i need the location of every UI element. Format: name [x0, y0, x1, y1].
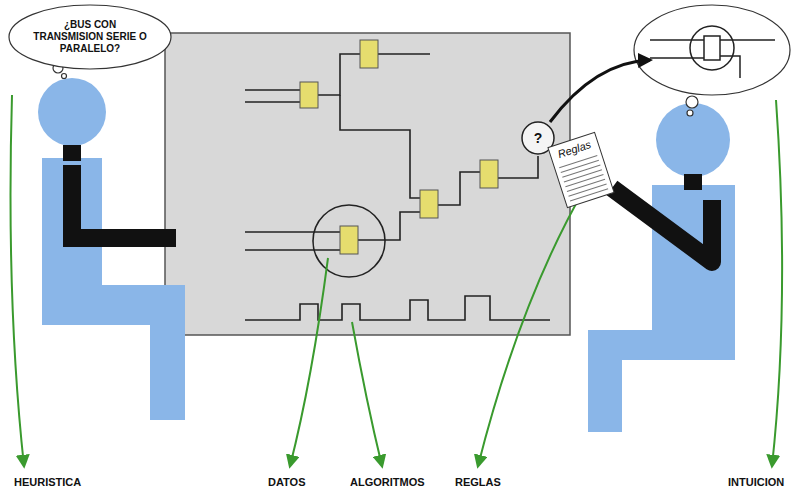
- right-figure: [588, 185, 735, 432]
- circuit-wires: [318, 54, 360, 95]
- thought-bubble: [634, 5, 790, 116]
- logic-symbol: [650, 40, 775, 78]
- highlight-ring: [313, 205, 385, 277]
- thought-bubble-tail: [62, 74, 67, 79]
- thought-bubble: [687, 110, 693, 116]
- leader-arrow: [11, 95, 783, 466]
- result-arrow: [550, 60, 650, 122]
- pulse-waveform: [245, 296, 550, 320]
- result-arrow: [550, 60, 650, 122]
- bubble-outline: [9, 5, 171, 69]
- leader-arrow: [290, 258, 328, 466]
- logic-symbol: [650, 26, 775, 78]
- circuit-wires: [378, 53, 430, 55]
- thought-bubble: ¿BUS CON TRANSMISION SERIE O PARALELO?: [8, 4, 172, 70]
- circuit-wires: [340, 95, 420, 198]
- node-text: ?: [534, 130, 543, 147]
- sheet-line: [569, 184, 607, 196]
- sheet-line: [561, 160, 599, 172]
- left-figure: [63, 145, 81, 161]
- caption-label: ALGORITMOS: [350, 476, 425, 488]
- circuit-wires: [358, 212, 420, 240]
- sheet-outline: [548, 132, 614, 207]
- sheet-line: [565, 174, 603, 186]
- caption-label: INTUICION: [728, 476, 784, 488]
- right-figure: [684, 174, 702, 190]
- circuit-wires: [245, 90, 300, 102]
- circuit-panel: [165, 33, 570, 335]
- logic-block: [300, 82, 318, 108]
- left-figure: [72, 165, 176, 238]
- pulse-waveform: [245, 296, 550, 320]
- circuit-wires: [438, 172, 480, 205]
- leader-arrow: [772, 100, 782, 466]
- logic-block: [300, 40, 498, 254]
- circuit-wires: [498, 156, 538, 178]
- left-figure: [42, 158, 185, 420]
- caption-label: HEURISTICA: [14, 476, 81, 488]
- thought-bubble: [634, 5, 790, 95]
- leader-arrow: [478, 186, 586, 466]
- caption-label: REGLAS: [455, 476, 501, 488]
- right-figure: [656, 103, 730, 177]
- left-figure: [38, 78, 106, 146]
- sheet-line: [562, 165, 600, 177]
- logic-block: [340, 226, 358, 254]
- sheet-line: [570, 189, 608, 201]
- logic-block: [420, 190, 438, 218]
- right-figure: [588, 103, 735, 432]
- sheet-line: [564, 170, 602, 182]
- node-text: ¿BUS CON TRANSMISION SERIE O PARALELO?: [30, 19, 150, 55]
- circuit-panel: [165, 33, 570, 335]
- thought-bubble: [686, 96, 698, 108]
- logic-symbol: [704, 36, 720, 60]
- logic-block: [360, 40, 378, 68]
- logic-block: [480, 160, 498, 188]
- caption-label: DATOS: [268, 476, 306, 488]
- highlight-ring: [313, 205, 385, 277]
- circuit-wires: [245, 232, 340, 250]
- leader-arrow: [352, 322, 382, 466]
- logic-symbol: [690, 26, 734, 70]
- circuit-wires: [245, 54, 538, 250]
- leader-arrow: [11, 95, 25, 466]
- sheet-line: [567, 179, 605, 191]
- left-figure: [38, 78, 185, 420]
- right-figure: [612, 188, 712, 262]
